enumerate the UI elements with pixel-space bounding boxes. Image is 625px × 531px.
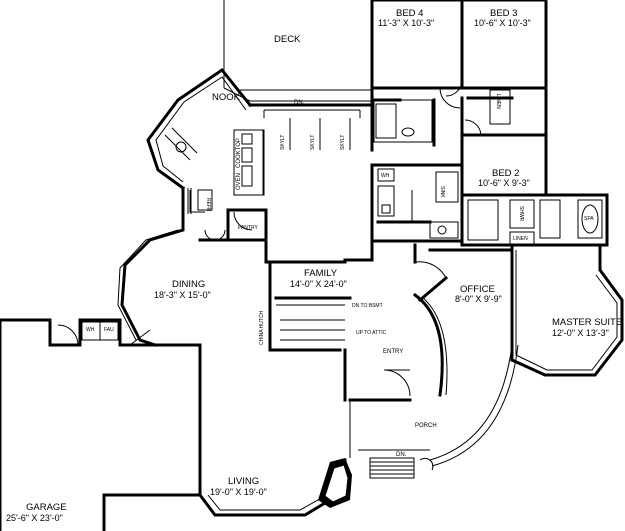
- dn-bsmt-label: DN TO BSMT: [352, 303, 383, 309]
- office-entry-walls: [343, 243, 514, 402]
- dining-label: DINING: [172, 279, 205, 290]
- entry-label: ENTRY: [383, 349, 403, 355]
- wh2-label: WH: [86, 327, 95, 333]
- garage: [0, 318, 202, 531]
- master-suite-label: MASTER SUITE: [552, 317, 622, 328]
- deck-label: DECK: [274, 34, 301, 45]
- dn-porch-label: DN.: [396, 452, 407, 458]
- porch: [349, 344, 519, 479]
- family-size: 14'-0" X 24'-0": [290, 279, 347, 289]
- dining-size: 18'-3" X 15'-0": [154, 290, 211, 300]
- wh1-label: WH: [381, 173, 390, 179]
- nook-walls: [146, 67, 253, 191]
- deck-area: [223, 0, 374, 118]
- master-suite-size: 12'-0" X 13'-3": [552, 328, 609, 338]
- linen2-label: LINEN: [513, 236, 528, 242]
- cooktop-label: COOKTOP: [236, 138, 242, 168]
- up-attic-label: UP TO ATTIC: [356, 330, 387, 336]
- living-size: 19'-0" X 19'-0": [210, 487, 267, 497]
- bed4-label: BED 4: [396, 8, 423, 19]
- office-label: OFFICE: [460, 284, 495, 295]
- master-bath: [460, 193, 609, 247]
- bed2-label: BED 2: [492, 168, 519, 179]
- living-walls: [197, 458, 352, 517]
- pantry: [226, 208, 268, 242]
- living-label: LIVING: [228, 476, 259, 487]
- bed3-size: 10'-6" X 10'-3": [474, 18, 531, 28]
- china-hutch-label: CHINA HUTCH: [259, 310, 265, 345]
- bed4-size: 11'-3" X 10'-3": [378, 18, 434, 28]
- kitchen: [181, 118, 351, 216]
- skylt1-label: SKYLT: [280, 135, 286, 150]
- dining-walls: [117, 212, 230, 497]
- family-walls: [264, 238, 374, 352]
- skylt2-label: SKYLT: [310, 135, 316, 150]
- sink-label: SINK: [439, 186, 445, 198]
- garage-label: GARAGE: [26, 502, 67, 513]
- bed2-size: 10'-6" X 9'-3": [478, 178, 530, 188]
- shwr-label: SHWR: [518, 206, 524, 222]
- oven-label: OVEN: [236, 173, 242, 190]
- dn-deck-label: DN.: [294, 100, 305, 106]
- pantry-label: PANTRY: [238, 225, 258, 231]
- refr-label: REFR: [205, 198, 211, 212]
- nook-label: NOOK: [212, 92, 241, 103]
- porch-label: PORCH: [415, 423, 437, 429]
- spa-label: SPA: [584, 216, 594, 222]
- family-label: FAMILY: [304, 268, 338, 279]
- master-suite: [510, 243, 624, 377]
- bed3-label: BED 3: [490, 8, 517, 19]
- garage-size: 25'-6" X 23'-0": [6, 513, 63, 523]
- office-size: 8'-0" X 9'-9": [455, 294, 502, 304]
- skylt3-label: SKYLT: [340, 135, 346, 150]
- linen1-label: LINEN: [495, 94, 501, 109]
- fau-label: FAU: [104, 327, 114, 333]
